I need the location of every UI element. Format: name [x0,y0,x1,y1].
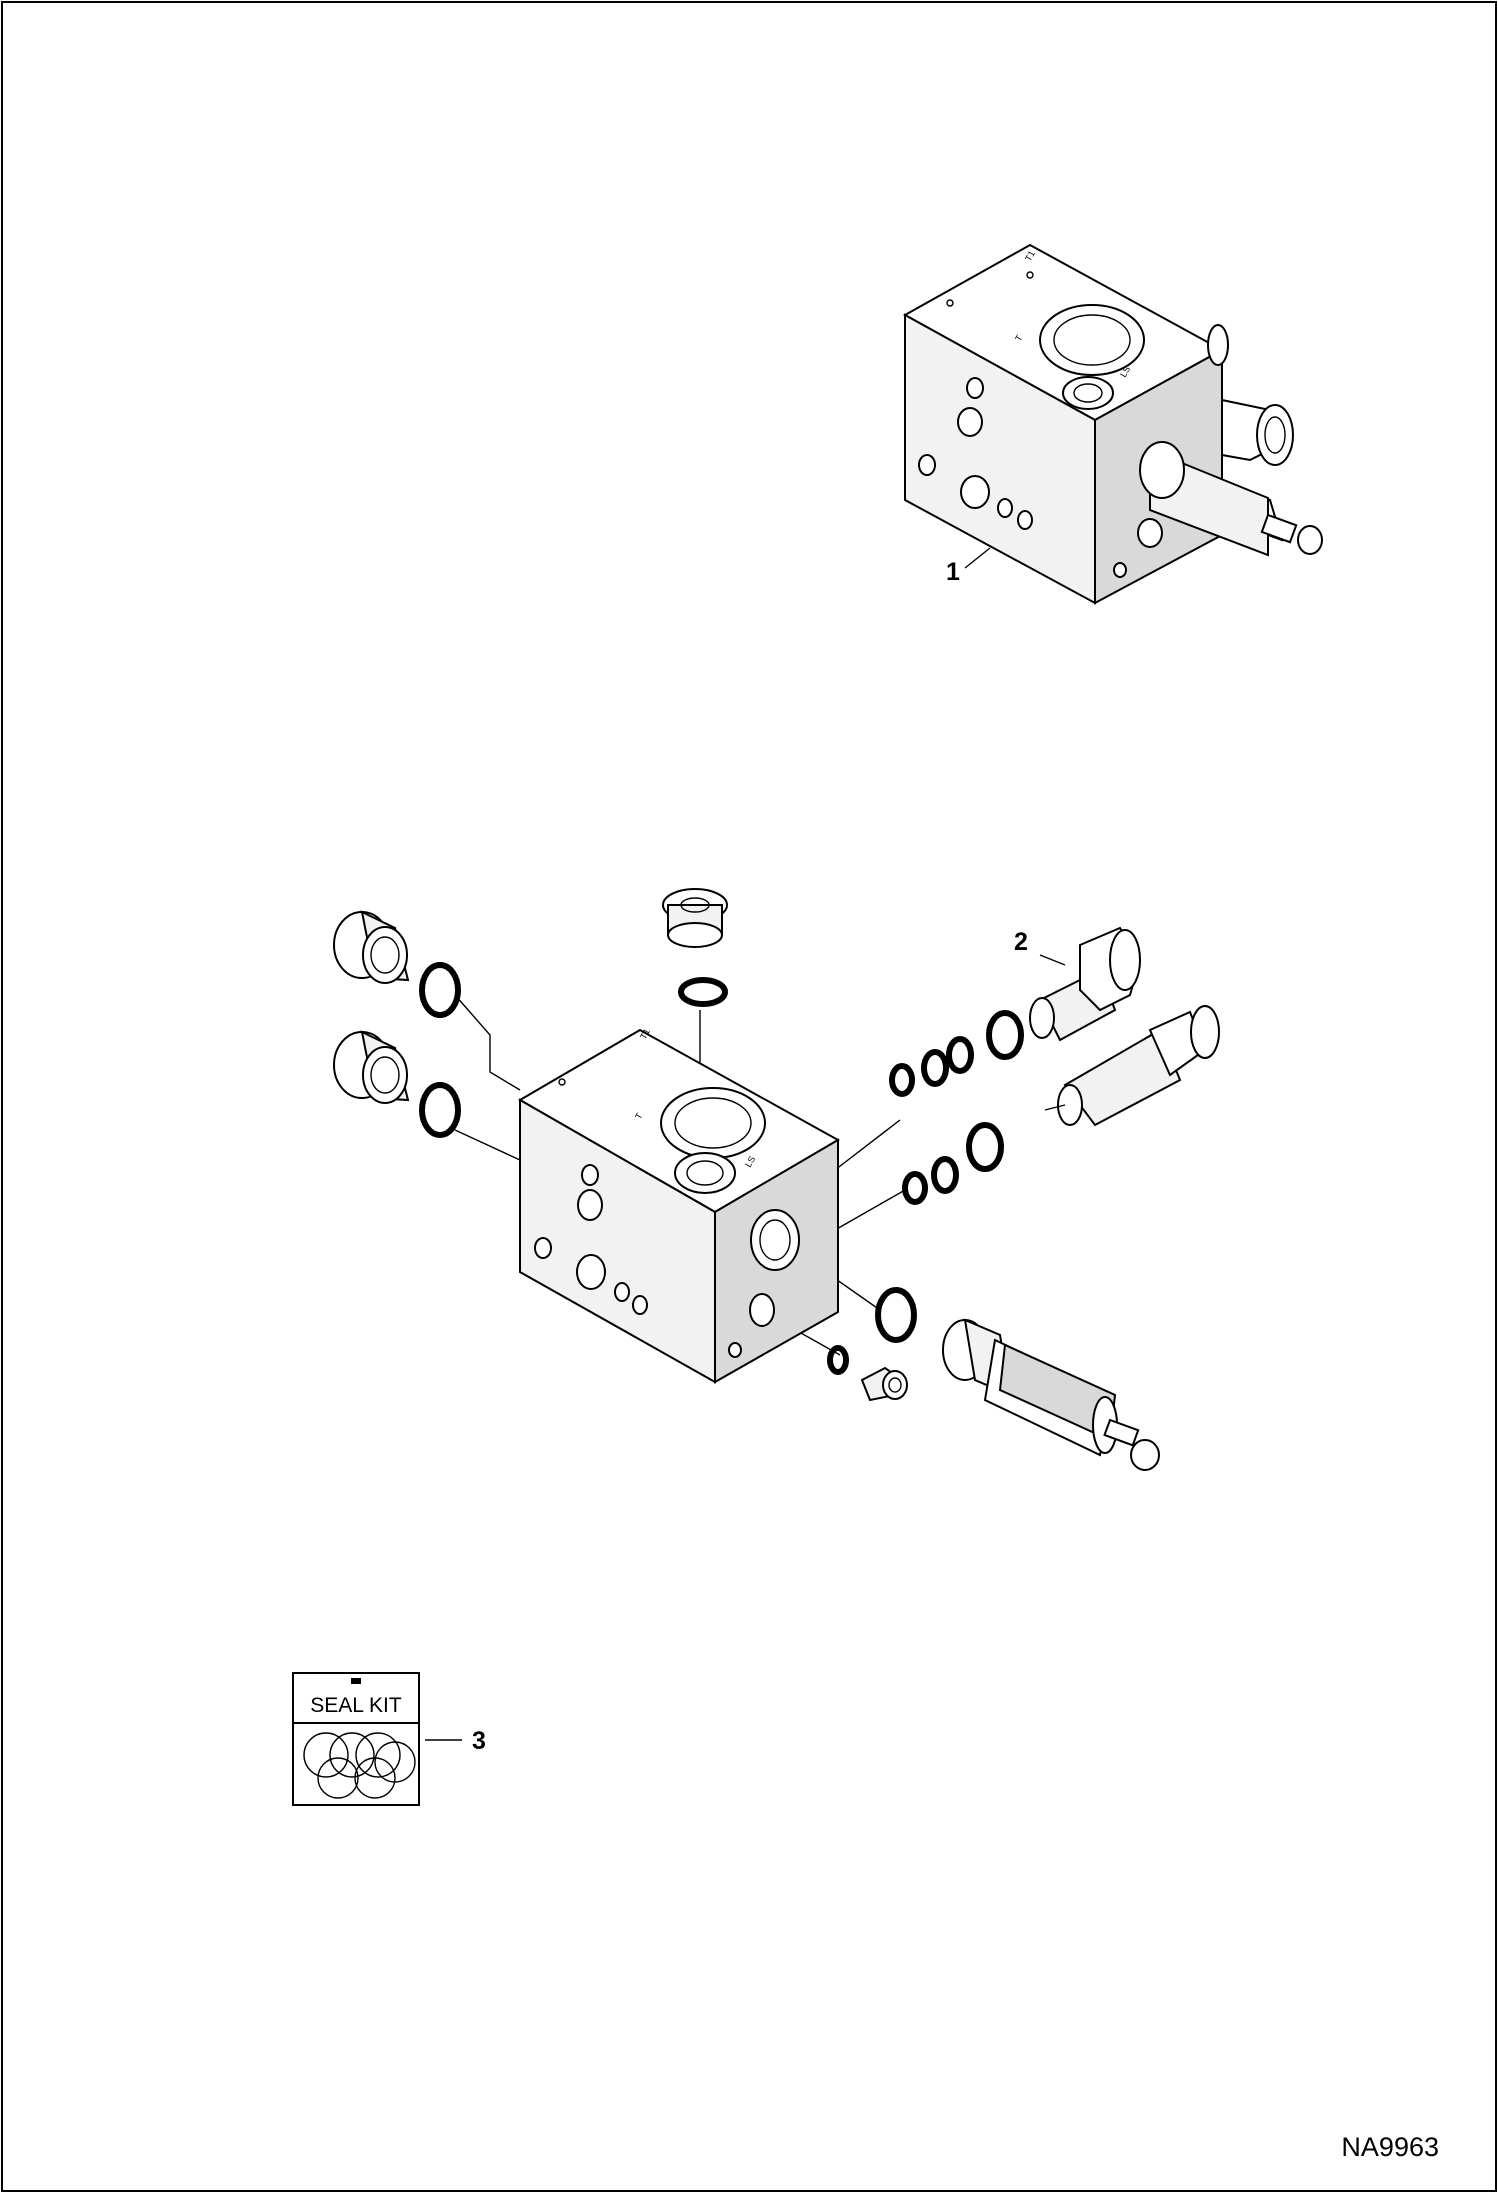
relief-cartridge-upper [1044,1005,1220,1127]
drawing-id: NA9963 [1341,2132,1439,2162]
oring-relief-lower [875,1287,917,1343]
plug-upper-left [333,910,410,984]
port-mark-ls: LS [1118,364,1132,379]
relief-cartridge-lower [942,1318,1160,1471]
oring-relief-3 [966,1122,1004,1172]
oring-top [678,977,728,1007]
block-mark-ls: LS [743,1154,757,1169]
oring-check-3 [946,1036,974,1074]
callout-3: 3 [472,1727,486,1755]
oring-check-2 [921,1049,949,1087]
block-mark-t1: T1 [638,1027,652,1041]
port-mark-t: T [1013,333,1025,343]
plug-lower-left [333,1030,410,1104]
assembled-valve-block: T LS T1 [902,243,1323,605]
oring-upper-left [419,962,461,1018]
oring-small-plug [827,1345,849,1375]
seal-kit-label: SEAL KIT [310,1694,402,1717]
manifold-block: T LS T1 [518,1027,841,1384]
port-mark-t1: T1 [1023,249,1037,263]
oring-relief-2 [931,1156,959,1194]
oring-check-1 [889,1063,915,1097]
oring-lower-left [419,1082,461,1138]
check-valve-cartridge [1029,926,1142,1042]
callout-2: 2 [1014,928,1028,956]
callout-1: 1 [946,558,960,586]
oring-check-4 [986,1010,1024,1060]
plug-top [662,888,728,948]
block-mark-t: T [633,1111,645,1121]
oring-relief-1 [902,1171,928,1205]
assembled-check-cartridge [1221,398,1294,466]
seal-kit: SEAL KIT [292,1672,420,1806]
plug-small [860,1366,908,1402]
assembled-relief-cartridge [1137,441,1323,557]
